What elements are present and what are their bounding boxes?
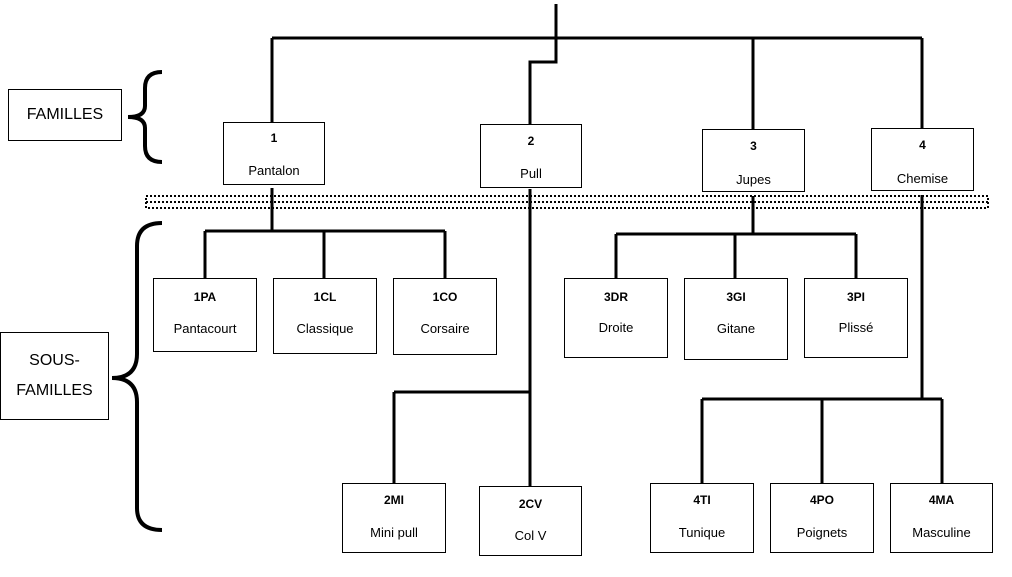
subfamily-name: Plissé [838,320,874,335]
subfamily-box-4TI: 4TI Tunique [650,483,754,553]
subfamily-code: 1CL [313,290,337,304]
connector-family-1 [203,188,447,278]
subfamily-box-3PI: 3PI Plissé [804,278,908,358]
subfamily-name: Classique [296,321,354,336]
family-box-4: 4 Chemise [871,128,974,191]
subfamily-name: Masculine [912,525,971,540]
subfamily-code: 4PO [809,493,834,507]
subfamily-code: 1PA [193,290,217,304]
subfamily-name: Corsaire [420,321,470,336]
subfamily-code: 3DR [603,290,628,304]
sous-familles-brace [111,221,163,532]
subfamily-code: 4TI [693,493,711,507]
familles-label-text: FAMILLES [26,106,104,123]
subfamily-box-2MI: 2MI Mini pull [342,483,446,553]
subfamily-box-4PO: 4PO Poignets [770,483,874,553]
family-box-1: 1 Pantalon [223,122,325,185]
subfamily-box-3DR: 3DR Droite [564,278,668,358]
family-code: 1 [270,131,278,145]
subfamily-name: Col V [514,528,547,543]
subfamily-code: 4MA [928,493,955,507]
connector-lines [203,4,944,486]
subfamily-name: Pantacourt [173,321,237,336]
subfamily-box-3GI: 3GI Gitane [684,278,788,360]
subfamily-box-1CO: 1CO Corsaire [393,278,497,355]
connector-family-2 [392,189,532,486]
subfamily-name: Gitane [716,321,756,336]
subfamily-name: Mini pull [370,525,418,540]
subfamily-name: Poignets [796,525,848,540]
family-name: Pantalon [248,163,300,178]
subfamily-code: 2MI [383,493,404,507]
family-code: 4 [919,138,926,152]
family-name: Chemise [896,171,949,186]
root-connector [270,4,924,129]
family-name: Pull [520,166,542,181]
subfamily-code: 3PI [846,290,865,304]
family-name: Jupes [736,172,771,187]
sous-familles-label: SOUS- FAMILLES [0,332,109,420]
subfamily-code: 3GI [726,290,746,304]
family-box-2: 2 Pull [480,124,582,188]
separator-line [145,195,989,209]
subfamily-code: 1CO [432,290,458,304]
subfamily-box-1CL: 1CL Classique [273,278,377,354]
subfamily-name: Droite [598,320,634,335]
subfamily-code: 2CV [518,497,543,511]
familles-label: FAMILLES [8,89,122,141]
connector-family-3 [614,196,858,278]
connector-family-4 [700,195,944,483]
family-code: 2 [527,134,535,148]
family-box-3: 3 Jupes [702,129,805,192]
subfamily-box-4MA: 4MA Masculine [890,483,993,553]
family-code: 3 [750,139,757,153]
subfamily-box-1PA: 1PA Pantacourt [153,278,257,352]
sous-familles-label-text: SOUS- FAMILLES [16,352,93,399]
subfamily-name: Tunique [678,525,726,540]
subfamily-box-2CV: 2CV Col V [479,486,582,556]
familles-brace [127,70,163,164]
